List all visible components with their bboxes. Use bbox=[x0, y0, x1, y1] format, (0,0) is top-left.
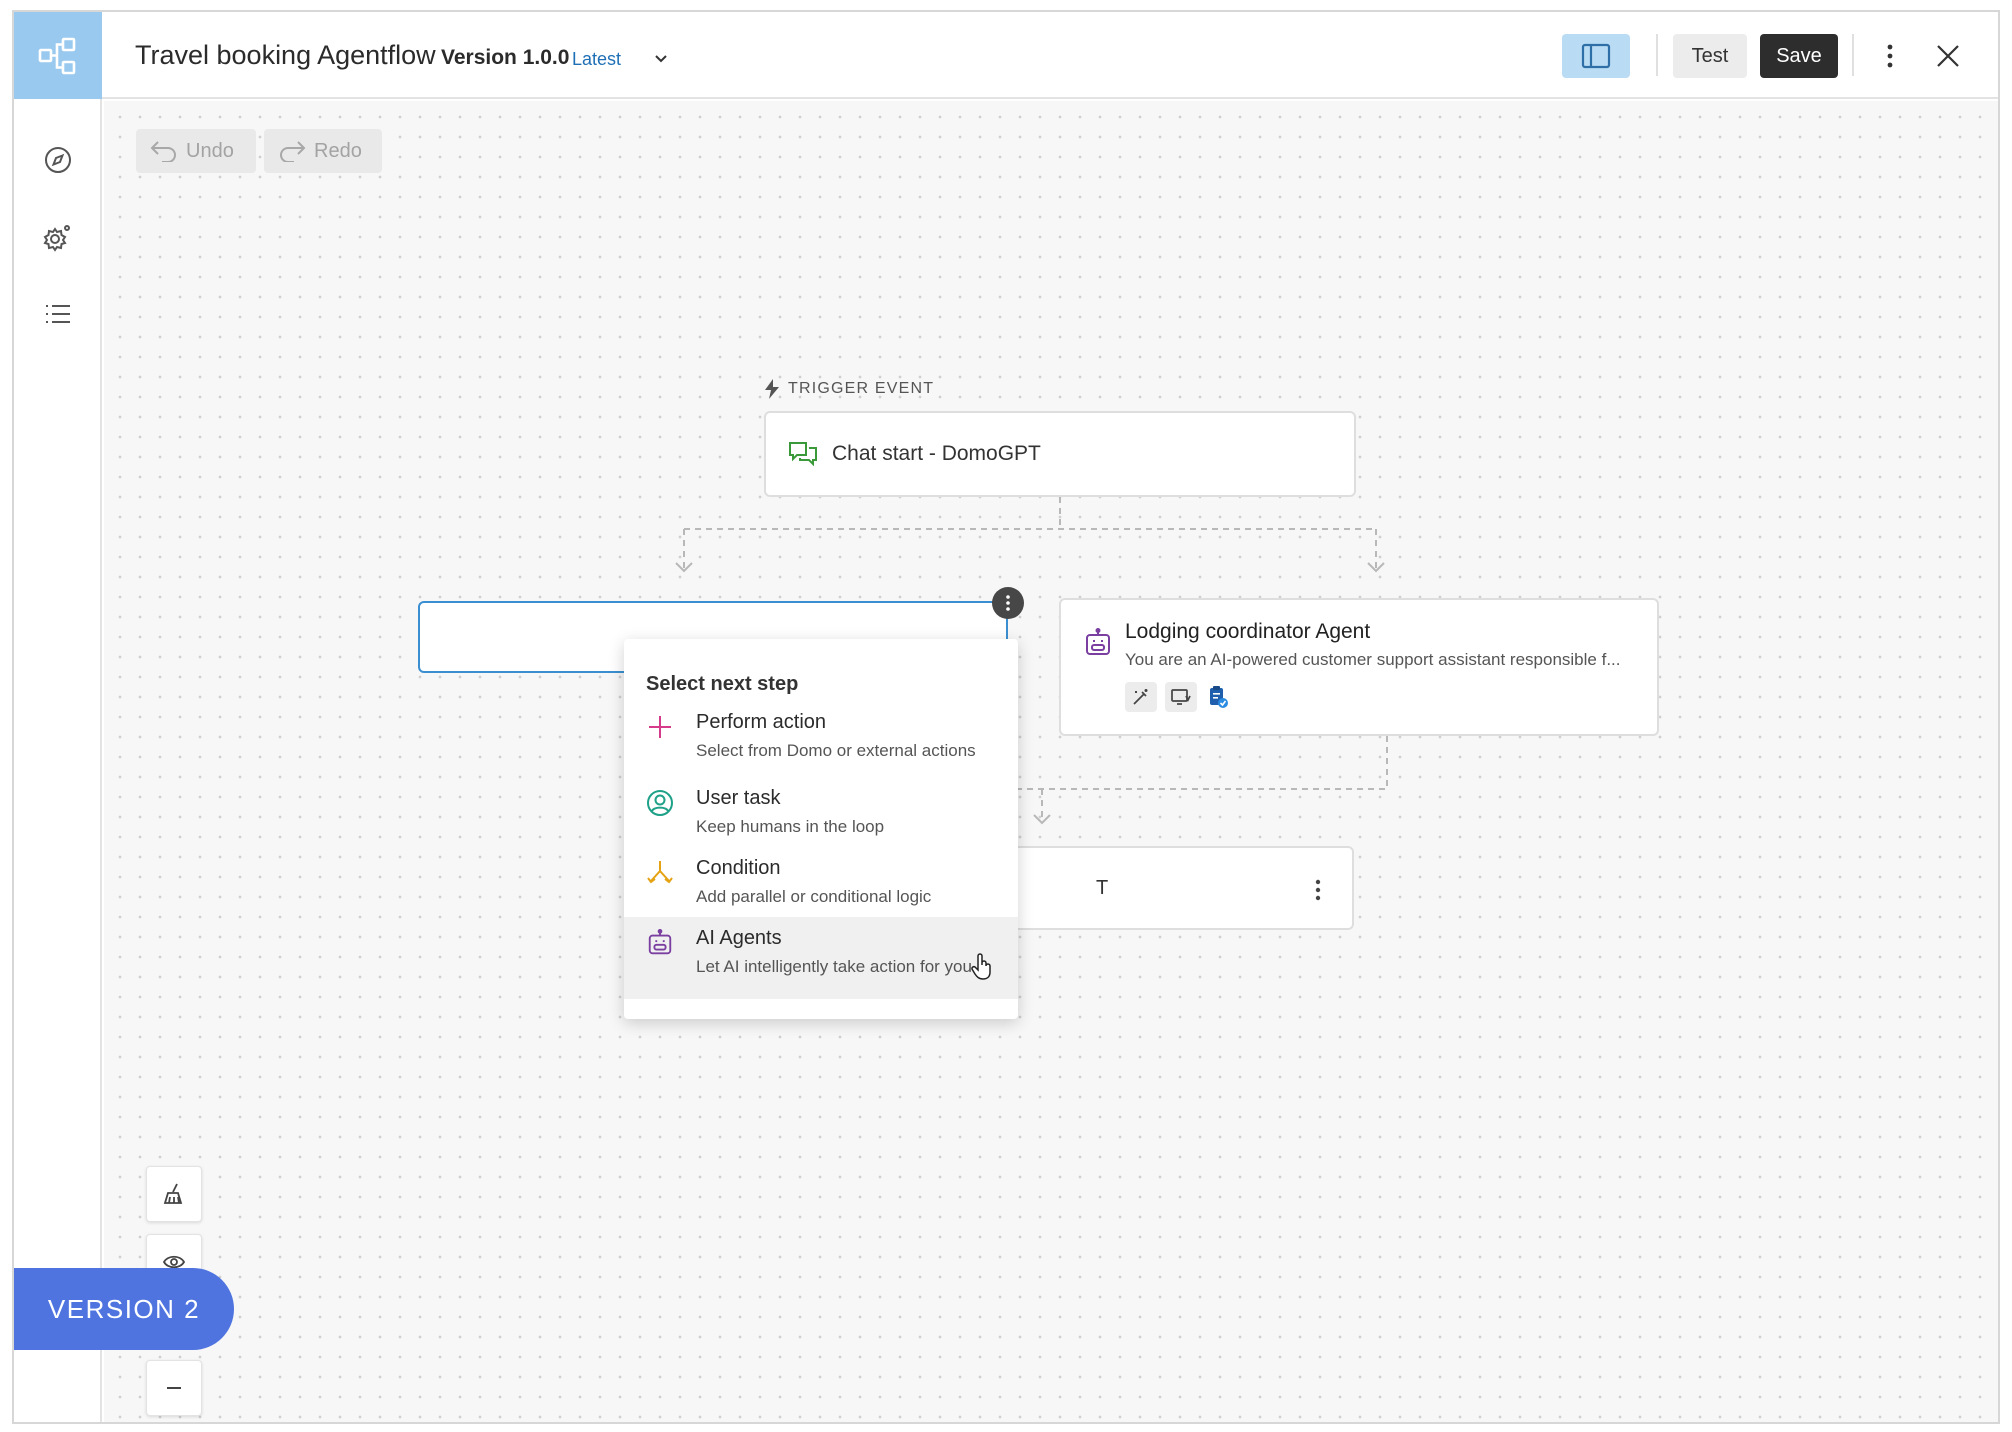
list-icon bbox=[46, 305, 70, 323]
trigger-event-label: TRIGGER EVENT bbox=[764, 379, 934, 399]
robot-icon bbox=[1083, 628, 1113, 663]
close-icon bbox=[1937, 45, 1959, 67]
trigger-node-title: Chat start - DomoGPT bbox=[832, 442, 1041, 465]
header-divider bbox=[1656, 34, 1658, 76]
menu-item-condition[interactable]: Condition Add parallel or conditional lo… bbox=[624, 847, 1018, 925]
kebab-menu-icon bbox=[1315, 879, 1321, 901]
plus-icon bbox=[646, 713, 674, 741]
menu-item-perform-action[interactable]: Perform action Select from Domo or exter… bbox=[624, 701, 1018, 779]
clipboard-check-icon bbox=[1205, 682, 1231, 712]
agent-node[interactable]: Lodging coordinator Agent You are an AI-… bbox=[1059, 598, 1659, 736]
kebab-menu-icon bbox=[1006, 595, 1010, 611]
undo-label: Undo bbox=[186, 139, 234, 162]
bottom-step-node[interactable]: T bbox=[954, 846, 1354, 930]
left-rail bbox=[14, 12, 102, 1422]
clean-up-button[interactable] bbox=[146, 1166, 202, 1222]
magic-wand-icon bbox=[1125, 682, 1157, 712]
version-label: Version 1.0.0 bbox=[441, 46, 570, 69]
redo-label: Redo bbox=[314, 139, 362, 162]
explore-button[interactable] bbox=[40, 142, 76, 178]
panel-toggle-button[interactable] bbox=[1562, 34, 1630, 78]
step-options-button[interactable] bbox=[992, 587, 1024, 619]
flow-canvas[interactable]: Undo Redo TRIGGER EVENT bbox=[104, 101, 1998, 1422]
compass-icon bbox=[45, 147, 71, 173]
header-bar: Travel booking Agentflow Version 1.0.0 L… bbox=[102, 12, 1998, 99]
node-options-button[interactable] bbox=[1308, 874, 1328, 906]
menu-title: Select next step bbox=[646, 673, 799, 695]
app-window: Travel booking Agentflow Version 1.0.0 L… bbox=[12, 10, 2000, 1424]
menu-item-user-task[interactable]: User task Keep humans in the loop bbox=[624, 777, 1018, 855]
sidebar-panel-icon bbox=[1581, 43, 1611, 69]
menu-item-ai-agents[interactable]: AI Agents Let AI intelligently take acti… bbox=[624, 917, 1018, 999]
broom-icon bbox=[163, 1183, 183, 1204]
version-badge: VERSION 2 bbox=[14, 1268, 234, 1350]
header-divider bbox=[1852, 34, 1854, 76]
agent-tools bbox=[1125, 682, 1231, 712]
settings-button[interactable] bbox=[40, 220, 76, 256]
kebab-menu-icon bbox=[1887, 44, 1893, 68]
robot-icon bbox=[646, 929, 674, 957]
close-button[interactable] bbox=[1930, 38, 1966, 74]
minus-icon bbox=[167, 1387, 181, 1389]
redo-button[interactable]: Redo bbox=[264, 129, 382, 173]
undo-button[interactable]: Undo bbox=[136, 129, 256, 173]
agent-node-title: Lodging coordinator Agent bbox=[1125, 620, 1371, 643]
user-circle-icon bbox=[646, 789, 674, 817]
agent-node-description: You are an AI-powered customer support a… bbox=[1125, 650, 1621, 669]
hand-cursor-icon bbox=[971, 953, 991, 980]
select-next-step-menu: Select next step Perform action Select f… bbox=[624, 639, 1018, 1019]
bottom-node-text: T bbox=[1096, 876, 1109, 899]
flow-logo-icon bbox=[38, 37, 76, 74]
version-dropdown-button[interactable] bbox=[652, 50, 670, 68]
list-button[interactable] bbox=[40, 296, 76, 332]
flow-title: Travel booking Agentflow bbox=[135, 40, 436, 70]
save-button[interactable]: Save bbox=[1760, 34, 1838, 78]
branch-icon bbox=[646, 859, 674, 887]
chat-bubbles-icon bbox=[789, 442, 817, 467]
test-button[interactable]: Test bbox=[1673, 34, 1747, 78]
redo-icon bbox=[280, 141, 306, 162]
eye-icon bbox=[162, 1255, 186, 1269]
chevron-down-icon bbox=[655, 55, 667, 63]
flow-connectors bbox=[675, 497, 1388, 825]
agentflow-logo[interactable] bbox=[14, 12, 102, 99]
screen-sparkle-icon bbox=[1165, 682, 1197, 712]
more-options-button[interactable] bbox=[1878, 38, 1902, 74]
undo-icon bbox=[150, 141, 176, 162]
gear-icon bbox=[43, 225, 70, 252]
latest-badge: Latest bbox=[572, 49, 622, 69]
zoom-out-button[interactable] bbox=[146, 1360, 202, 1416]
trigger-node[interactable]: Chat start - DomoGPT bbox=[764, 411, 1356, 497]
lightning-icon bbox=[765, 379, 779, 399]
